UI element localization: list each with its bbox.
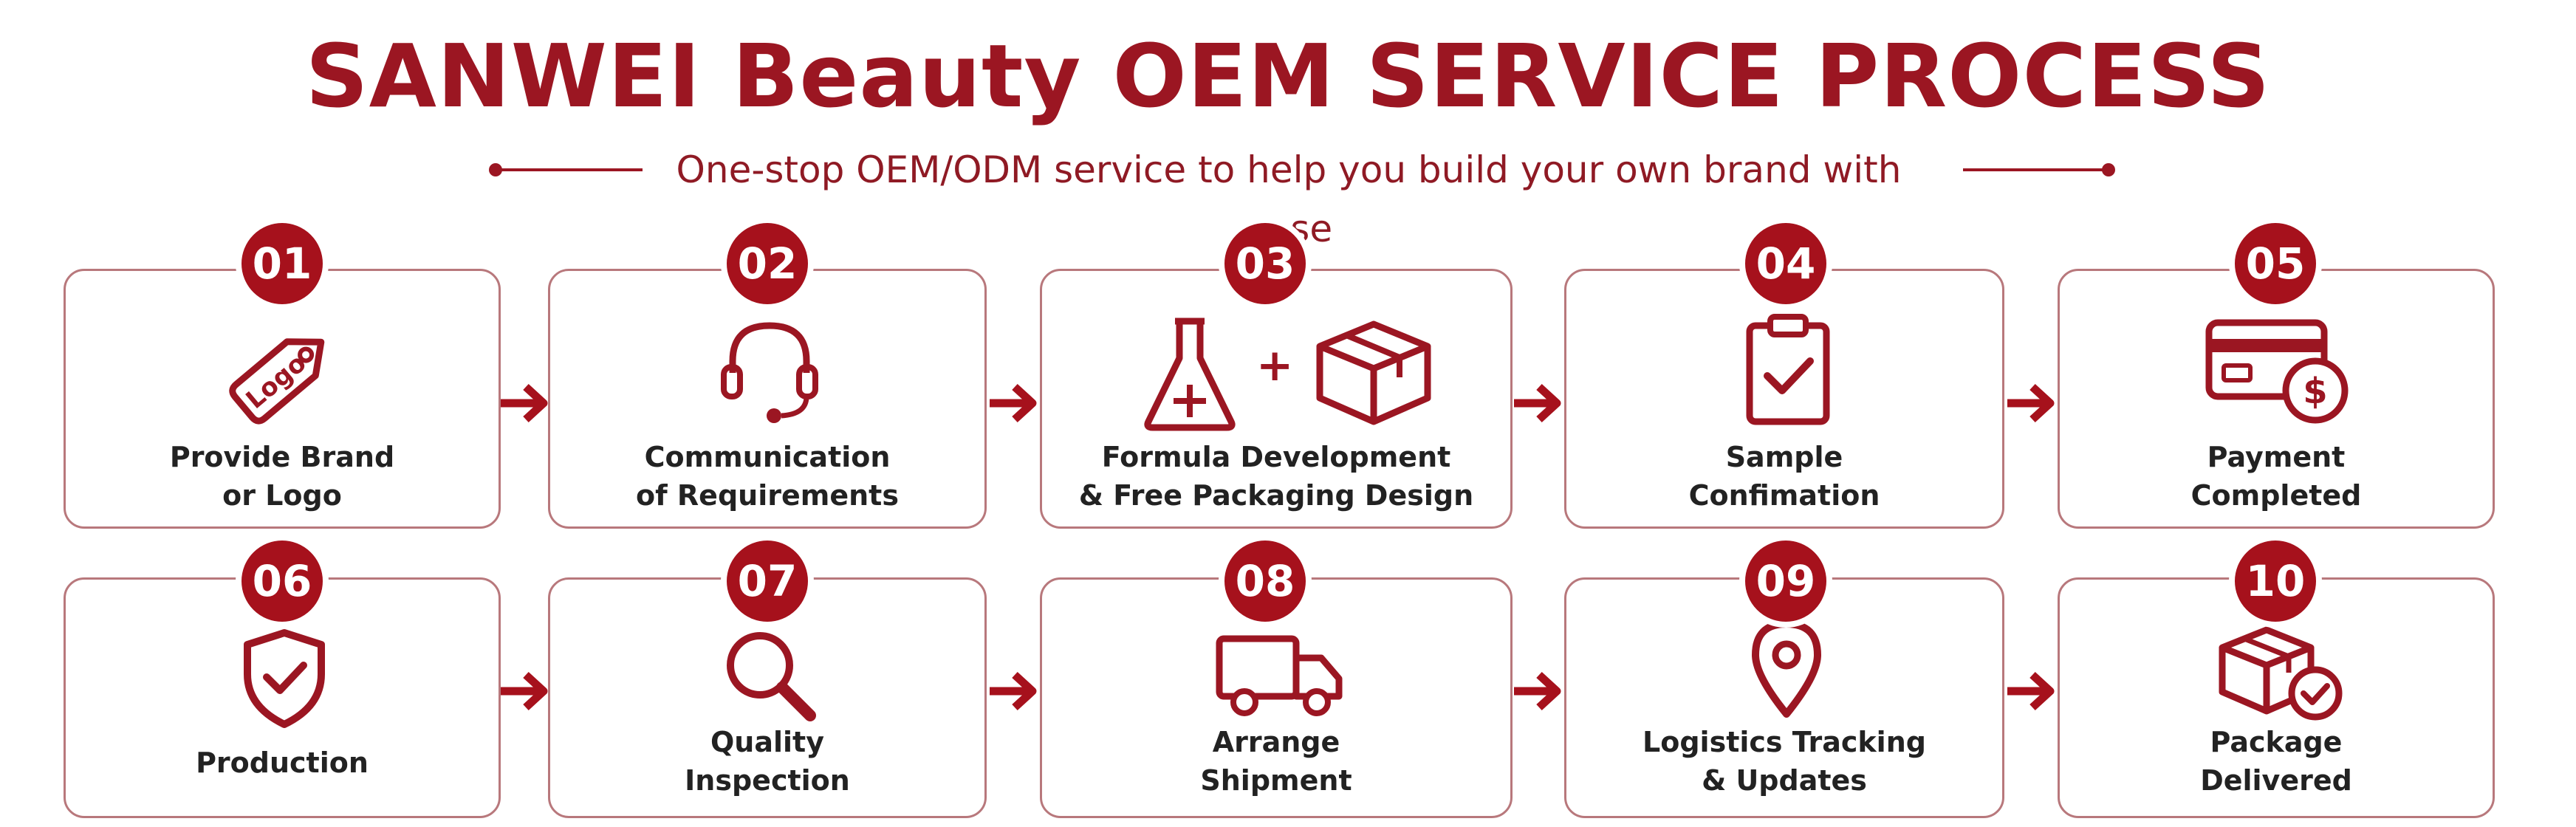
step-label-09: Logistics Tracking& Updates (1642, 726, 1926, 797)
arrow-01-02 (501, 383, 548, 423)
magnifier-icon (727, 632, 816, 721)
arrow-07-08 (990, 671, 1037, 711)
step-badge-04: 04 (1739, 217, 1832, 310)
package-check-icon (2219, 626, 2343, 721)
subtitle-left-line (496, 168, 643, 171)
step-badge-03: 03 (1219, 217, 1312, 310)
plus-sign: + (1256, 340, 1294, 391)
step-card-03: + Formula Development& Free Packaging De… (1040, 269, 1513, 529)
location-pin-icon (1752, 620, 1821, 718)
step-badge-08: 08 (1219, 535, 1312, 628)
flask-icon (1144, 318, 1236, 431)
headset-icon (721, 322, 818, 423)
page-title: SANWEI Beauty OEM SERVICE PROCESS (305, 25, 2271, 127)
box-icon (1316, 320, 1431, 425)
clipboard-check-icon (1746, 314, 1830, 425)
arrow-03-04 (1514, 383, 1561, 423)
truck-icon (1216, 635, 1343, 716)
step-badge-05: 05 (2229, 217, 2322, 310)
step-badge-09: 09 (1739, 535, 1832, 628)
step-card-09: Logistics Tracking& Updates (1564, 577, 2004, 818)
arrow-06-07 (501, 671, 548, 711)
subtitle-left-dot (489, 163, 502, 176)
step-badge-01: 01 (236, 217, 329, 310)
arrow-02-03 (990, 383, 1037, 423)
svg-text:$: $ (2303, 371, 2327, 412)
subtitle-right-dot (2102, 163, 2115, 176)
subtitle-right-line (1963, 168, 2108, 171)
subtitle-row: One-stop OEM/ODM service to help you bui… (0, 140, 2576, 250)
arrow-09-10 (2007, 671, 2055, 711)
step-label-06: Production (196, 747, 369, 779)
shield-check-icon (244, 629, 325, 728)
arrow-04-05 (2007, 383, 2055, 423)
step-badge-06: 06 (236, 535, 329, 628)
step-badge-07: 07 (721, 535, 814, 628)
card-payment-icon: $ (2205, 319, 2349, 424)
arrow-08-09 (1514, 671, 1561, 711)
step-label-03: Formula Development& Free Packaging Desi… (1078, 441, 1474, 512)
step-badge-10: 10 (2229, 535, 2322, 628)
step-badge-02: 02 (721, 217, 814, 310)
tag-icon: Logo (229, 338, 325, 425)
